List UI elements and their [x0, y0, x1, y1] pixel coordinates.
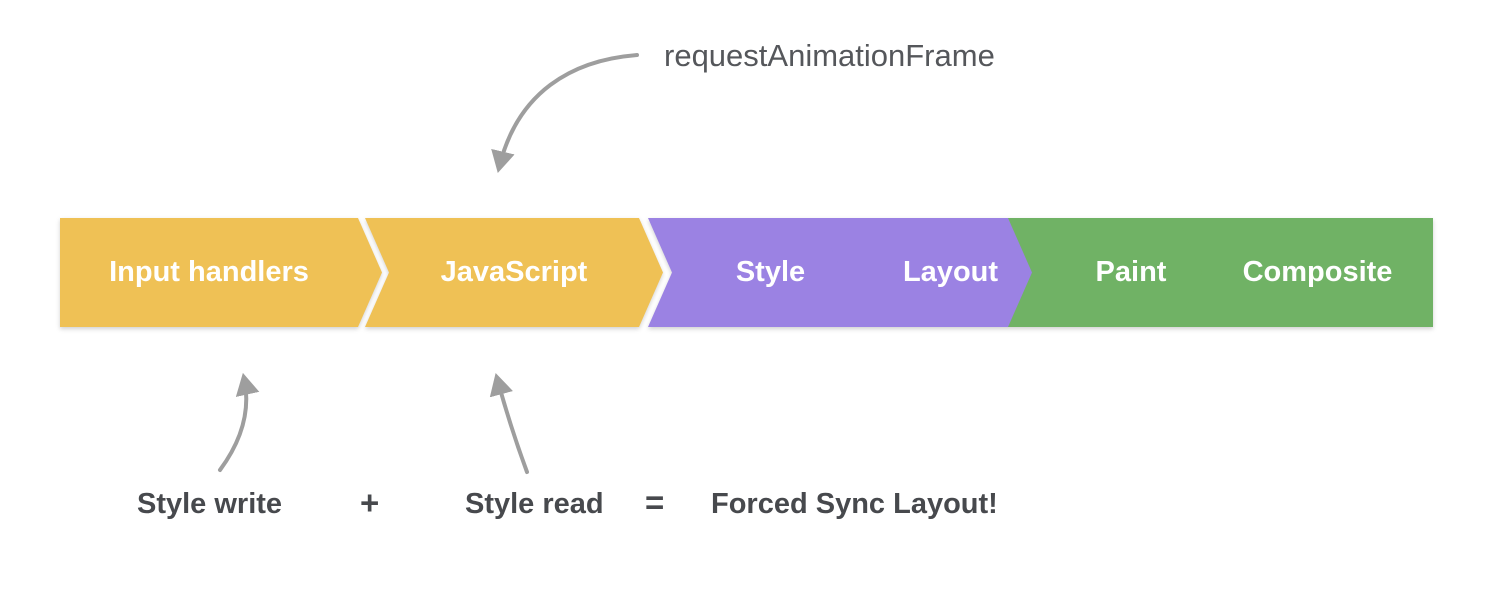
pipeline-segment-label: Layout	[902, 256, 999, 288]
plus-operator: +	[360, 484, 380, 521]
pipeline-segment-input-handlers: Input handlers	[60, 218, 382, 327]
request-animation-frame-label: requestAnimationFrame	[664, 38, 995, 73]
pipeline-segment-label: Composite	[1242, 256, 1393, 288]
style-read-label: Style read	[465, 488, 604, 520]
style-write-arrow-icon	[218, 372, 260, 472]
forced-sync-layout-label: Forced Sync Layout!	[711, 488, 998, 520]
pipeline-segment-label: Style	[735, 256, 806, 288]
style-read-arrow-icon	[489, 372, 529, 474]
pipeline-segment-label: Paint	[1095, 256, 1167, 288]
pipeline-segment-label: Input handlers	[109, 256, 309, 288]
pipeline-bar: Input handlers JavaScript Style Layout P…	[60, 218, 1433, 327]
pipeline-segment-composite: Composite	[1178, 218, 1433, 327]
equals-operator: =	[645, 484, 665, 521]
pipeline-segment-javascript: JavaScript	[365, 218, 663, 327]
style-write-label: Style write	[137, 488, 283, 520]
raf-curved-arrow-icon	[491, 53, 639, 174]
pipeline-segment-label: JavaScript	[440, 256, 588, 288]
